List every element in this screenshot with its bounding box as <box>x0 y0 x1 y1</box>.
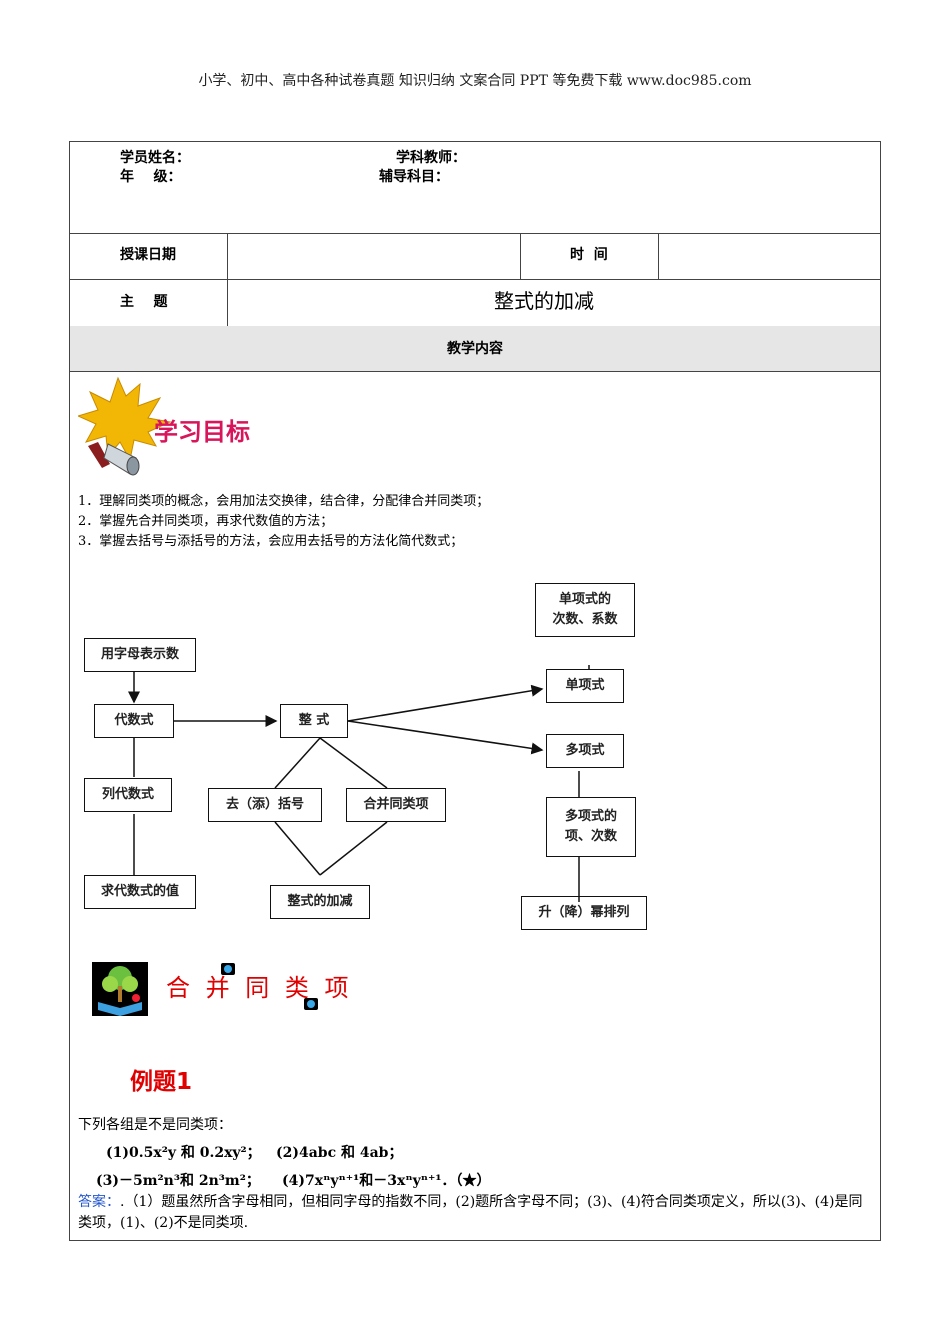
objective-item: 2．掌握先合并同类项，再求代数值的方法； <box>78 514 334 529</box>
node-monomial: 单项式 <box>546 669 624 703</box>
time-label: 时 间 <box>570 247 608 263</box>
bullet-icon <box>304 998 318 1010</box>
question-text: 下列各组是不是同类项： <box>78 1117 232 1133</box>
objectives-list: 1．理解同类项的概念，会用加法交换律，结合律，分配律合并同类项； 2．掌握先合并… <box>78 492 489 552</box>
book-tree-icon <box>92 962 148 1016</box>
question-item-4: (4)7xⁿyⁿ⁺¹和－3xⁿyⁿ⁺¹．（★） <box>282 1173 491 1189</box>
objective-item: 3．掌握去括号与添括号的方法，会应用去括号的方法化简代数式； <box>78 534 464 549</box>
question-item-2: (2)4abc 和 4ab； <box>276 1145 403 1161</box>
bullet-icon <box>221 963 235 975</box>
objective-item: 1．理解同类项的概念，会用加法交换律，结合律，分配律合并同类项； <box>78 494 490 509</box>
node-monomial-degree: 单项式的 次数、系数 <box>535 583 635 637</box>
col-divider <box>658 233 659 279</box>
teacher-label: 学科教师： <box>396 150 466 166</box>
lesson-table: 学员姓名： 学科教师： 年 级： 辅导科目： 授课日期 时 间 主 题 整式的加… <box>69 141 881 1241</box>
student-name-label: 学员姓名： <box>120 150 190 166</box>
concept-diagram-lines <box>128 665 590 902</box>
node-polynomial: 多项式 <box>546 734 624 768</box>
row-divider <box>70 371 880 372</box>
node-polynomial-terms: 多项式的 项、次数 <box>546 797 636 857</box>
page-header: 小学、初中、高中各种试卷真题 知识归纳 文案合同 PPT 等免费下载 www.d… <box>198 73 752 89</box>
subject-label: 辅导科目： <box>379 169 449 185</box>
node-polynomial-integral: 整 式 <box>280 704 348 738</box>
objectives-title: 学习目标 <box>154 418 250 446</box>
node-algebraic-expression: 代数式 <box>94 704 174 738</box>
node-remove-brackets: 去（添）括号 <box>208 788 322 822</box>
row-divider <box>70 233 880 234</box>
question-item-3: (3)－5m²n³和 2n³m²； <box>96 1173 260 1189</box>
node-combine-like-terms: 合并同类项 <box>346 788 446 822</box>
topic-label: 主 题 <box>120 294 168 310</box>
content-header: 教学内容 <box>447 341 503 357</box>
node-write-expression: 列代数式 <box>84 778 172 812</box>
node-add-subtract: 整式的加减 <box>270 885 370 919</box>
node-letters-as-numbers: 用字母表示数 <box>84 638 196 672</box>
grade-label: 年 级： <box>120 169 182 185</box>
date-label: 授课日期 <box>120 247 176 263</box>
example-title: 例题1 <box>130 1069 193 1095</box>
row-divider <box>70 279 880 280</box>
section-title: 合 并 同 类 项 <box>166 974 353 1002</box>
answer-text: .（1）题虽然所含字母相同，但相同字母的指数不同，(2)题所含字母不同；(3)、… <box>78 1194 863 1231</box>
col-divider <box>520 233 521 279</box>
node-ascending-order: 升（降）幂排列 <box>521 896 647 930</box>
topic-value: 整式的加减 <box>494 289 594 313</box>
maple-leaf-icon <box>78 376 172 476</box>
node-evaluate-expression: 求代数式的值 <box>84 875 196 909</box>
answer-label: 答案： <box>78 1194 120 1210</box>
question-item-1: (1)0.5x²y 和 0.2xy²； <box>106 1145 261 1161</box>
content-header-bg <box>70 326 880 371</box>
col-divider <box>227 233 228 326</box>
answer-block: 答案：.（1）题虽然所含字母相同，但相同字母的指数不同，(2)题所含字母不同；(… <box>78 1192 873 1234</box>
